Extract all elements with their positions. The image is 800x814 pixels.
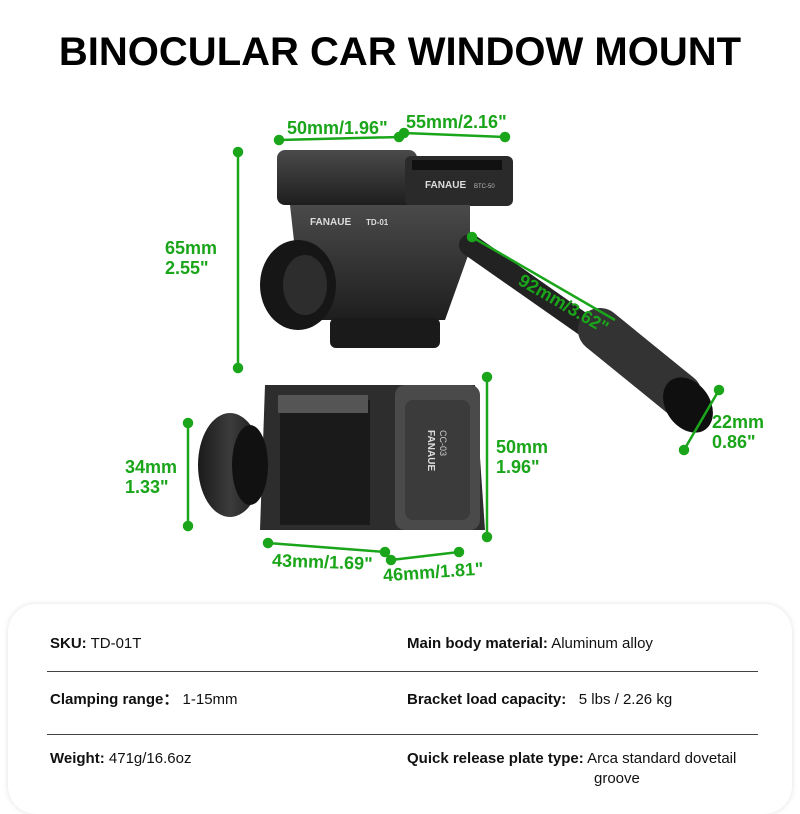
spec-clamping-range: Clamping range： 1-15mm [50,691,238,708]
product-illustration: FANAUE BTC-50 FANAUE TD-01 FANAUE CC-03 [182,127,725,566]
page-title: BINOCULAR CAR WINDOW MOUNT [58,30,742,74]
dim-clamp-depth: 43mm/1.69" [271,550,373,574]
dim-clamp-height-in: 1.96" [496,457,540,477]
spec-sku: SKU: TD-01T [50,635,142,652]
spec-plate-type-cont: groove [594,770,640,787]
dim-head-height-in: 2.55" [165,258,209,278]
dim-knob-dia-in: 1.33" [125,477,169,497]
spec-load-capacity: Bracket load capacity: 5 lbs / 2.26 kg [407,691,673,708]
dim-handle-dia-mm: 22mm [712,412,765,432]
dim-top-right-width: 55mm/2.16" [406,112,507,132]
dim-clamp-height-mm: 50mm [496,437,549,457]
svg-text:FANAUE: FANAUE [310,217,351,228]
svg-text:CC-03: CC-03 [438,430,448,456]
spec-card [8,604,792,814]
spec-material: Main body material: Aluminum alloy [407,635,653,652]
clamp [198,385,485,530]
dim-knob-dia-mm: 34mm [125,457,178,477]
spec-weight: Weight: 471g/16.6oz [50,750,192,767]
dimension-lines [182,127,725,566]
svg-text:BTC-50: BTC-50 [474,184,495,190]
svg-text:FANAUE: FANAUE [425,430,436,471]
handle [459,234,713,433]
brand-top: FANAUE [425,180,466,191]
dim-top-left-width: 50mm/1.96" [287,118,388,138]
svg-text:TD-01: TD-01 [366,218,389,227]
top-plate [277,150,513,206]
divider [47,734,758,735]
dim-handle-dia-in: 0.86" [712,432,756,452]
divider [47,671,758,672]
dim-head-height-mm: 65mm [165,238,218,258]
spec-plate-type: Quick release plate type: Arca standard … [407,750,737,767]
